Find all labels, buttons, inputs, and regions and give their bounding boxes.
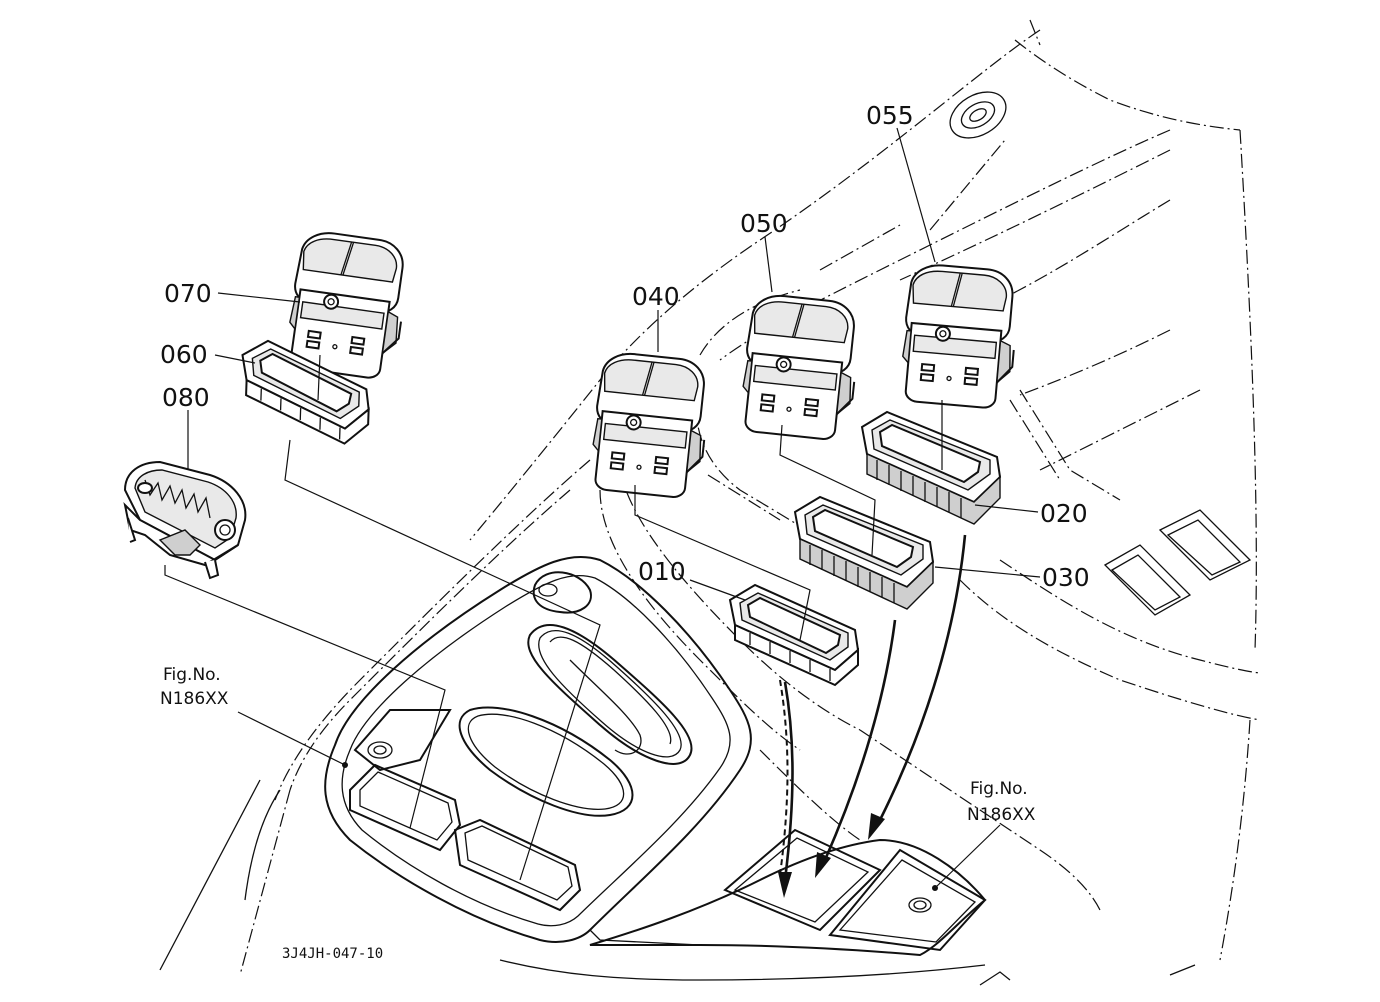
switch-040 xyxy=(587,349,714,501)
console-background xyxy=(159,19,1261,986)
switch-050 xyxy=(737,291,864,443)
callout-060: 060 xyxy=(160,340,208,369)
leader-lines xyxy=(164,127,1041,891)
figref-right-line2: N186XX xyxy=(967,805,1036,825)
figref-left-line2: N186XX xyxy=(160,689,229,709)
callout-080: 080 xyxy=(162,383,210,412)
callout-labels: 070 060 080 040 050 055 010 020 030 Fig.… xyxy=(160,101,1090,962)
bezel-020 xyxy=(861,411,1001,525)
drawing-number: 3J4JH-047-10 xyxy=(282,946,383,962)
callout-050: 050 xyxy=(740,209,788,238)
callout-040: 040 xyxy=(632,282,680,311)
figref-right-line1: Fig.No. xyxy=(970,779,1028,799)
switch-055 xyxy=(897,261,1022,411)
installation-arrows xyxy=(778,534,967,898)
cover-080 xyxy=(123,460,247,580)
bezel-010 xyxy=(729,584,859,686)
callout-070: 070 xyxy=(164,279,212,308)
callout-010: 010 xyxy=(638,557,686,586)
bezel-030 xyxy=(794,496,934,610)
callout-055: 055 xyxy=(866,101,914,130)
callout-030: 030 xyxy=(1042,563,1090,592)
figref-left-line1: Fig.No. xyxy=(163,665,221,685)
callout-020: 020 xyxy=(1040,499,1088,528)
